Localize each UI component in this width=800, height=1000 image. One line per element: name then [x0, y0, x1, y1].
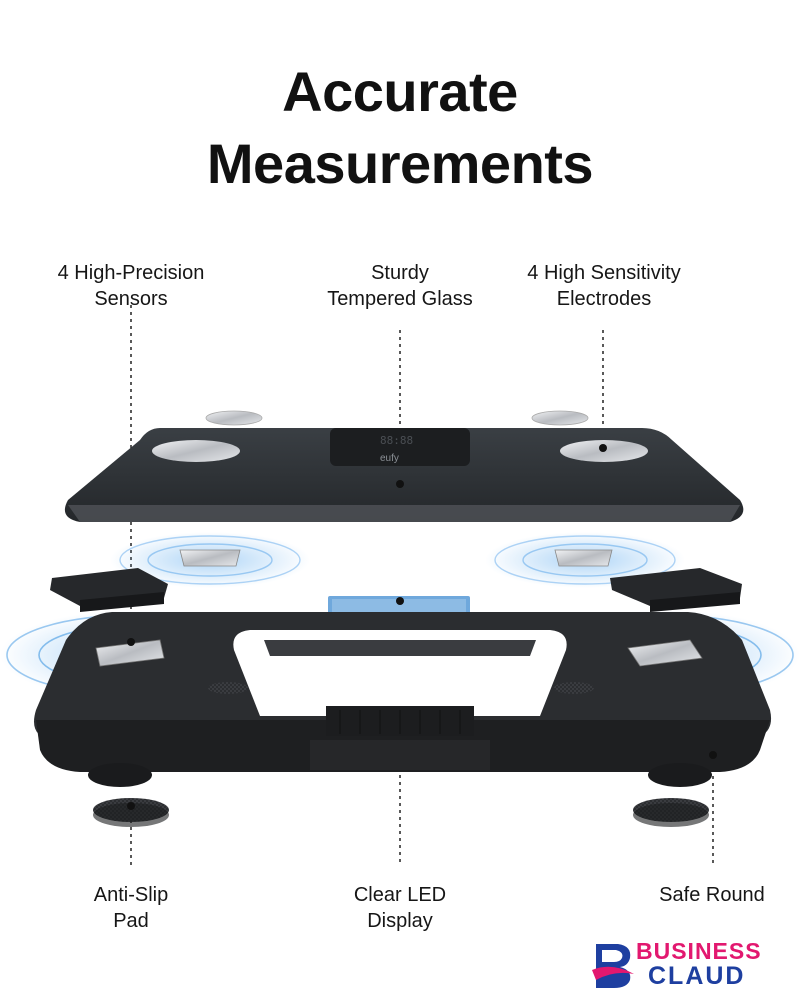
callout-glass-line-2: Tempered Glass: [327, 288, 473, 310]
led-module: [328, 596, 470, 616]
callout-led-line-1: Clear LED: [353, 884, 447, 906]
callout-sensors-line-2: Sensors: [94, 288, 168, 310]
callout-pad: Anti-Slip Pad: [11, 882, 251, 934]
lower-sensors: [95, 638, 703, 667]
callout-electrodes: 4 High Sensitivity Electrodes: [484, 260, 724, 312]
callout-led-line-2: Display: [367, 910, 433, 932]
led-display-window: [330, 428, 470, 466]
top-electrodes: [205, 410, 589, 426]
callout-electrodes-line-1: 4 High Sensitivity: [527, 262, 681, 284]
callout-corners: Safe Round: [592, 882, 800, 908]
corner-caps: [50, 568, 742, 612]
led-digits: 88:88: [380, 434, 413, 447]
watermark-word-2: CLAUD: [648, 962, 746, 990]
callout-sensors-line-1: 4 High-Precision: [57, 262, 205, 284]
upper-sensors: [179, 549, 613, 567]
brand-mark: eufy: [380, 453, 399, 464]
title-line-1: Accurate: [282, 60, 518, 123]
page-title: Accurate Measurements: [0, 56, 800, 200]
callout-led: Clear LED Display: [280, 882, 520, 934]
callout-sensors: 4 High-Precision Sensors: [11, 260, 251, 312]
callout-glass: Sturdy Tempered Glass: [280, 260, 520, 312]
callout-corners-line-1: Safe Round: [659, 884, 765, 906]
watermark-logo: BUSINESS CLAUD: [592, 936, 792, 992]
base-frame: [34, 612, 772, 787]
business-claud-logo-icon: [592, 944, 634, 988]
tempered-glass-top: 88:88 eufy: [64, 428, 744, 522]
callout-pad-line-2: Pad: [113, 910, 149, 932]
callout-electrodes-line-2: Electrodes: [556, 288, 652, 310]
title-line-2: Measurements: [206, 132, 594, 195]
anti-slip-pads: [93, 798, 709, 827]
callout-pad-line-1: Anti-Slip: [93, 884, 169, 906]
watermark-word-1: BUSINESS: [636, 938, 762, 964]
callout-glass-line-1: Sturdy: [371, 262, 429, 284]
electrode-left: [152, 440, 240, 462]
